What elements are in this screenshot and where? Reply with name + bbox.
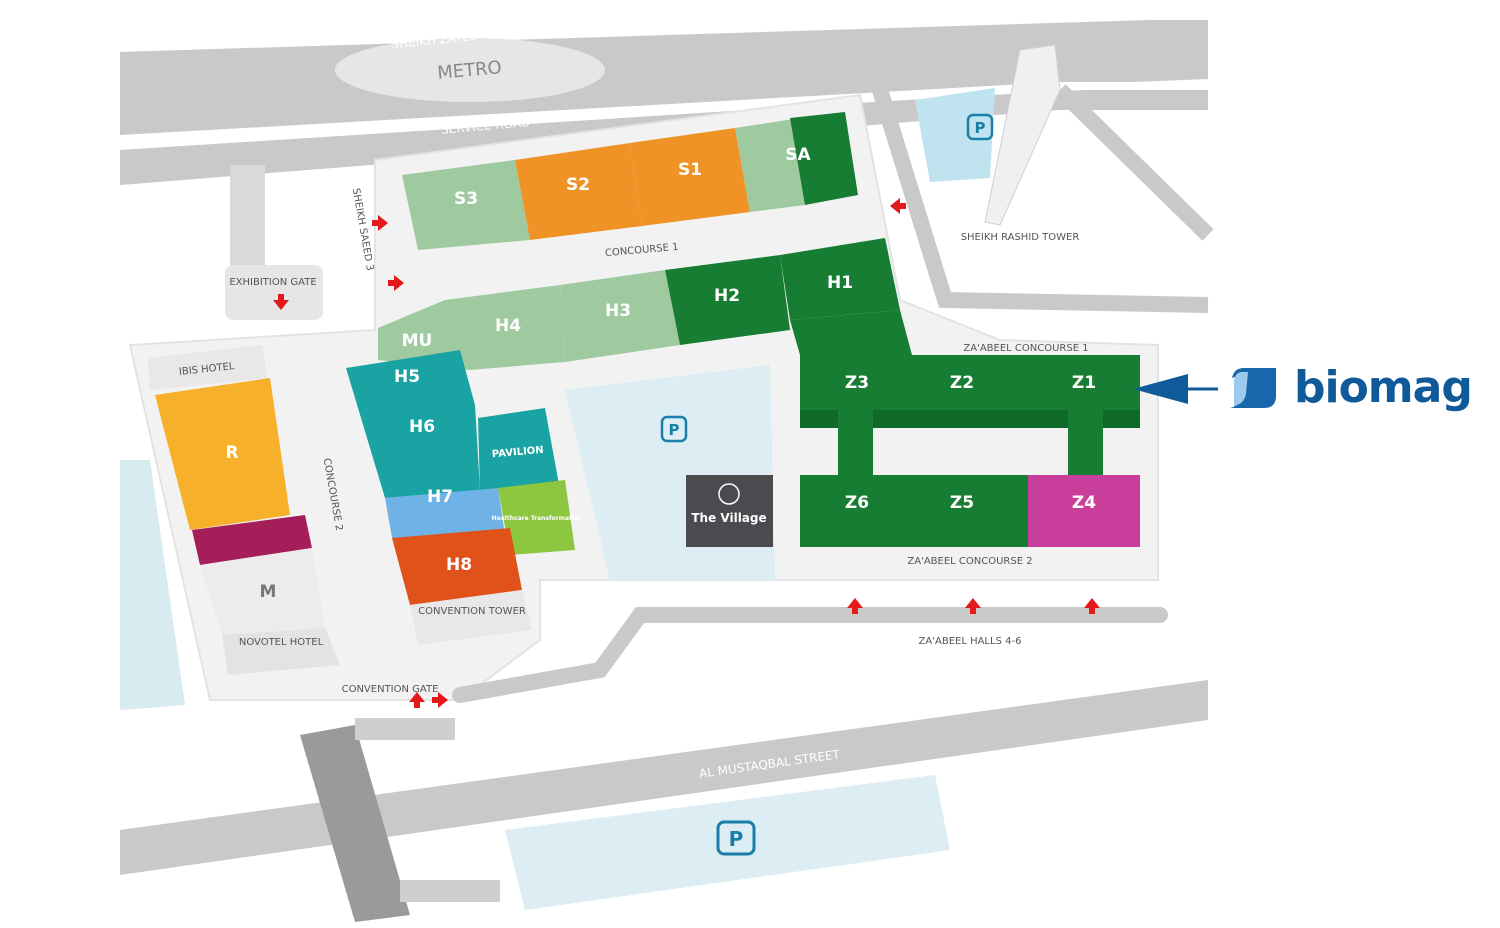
hall-z5[interactable]: Z5 — [950, 493, 974, 513]
parking-icon: P — [660, 415, 688, 443]
hall-h2[interactable]: H2 — [714, 286, 740, 306]
parking-icon: P — [966, 113, 994, 141]
hall-mu[interactable]: MU — [402, 331, 433, 351]
hall-h3[interactable]: H3 — [605, 301, 631, 321]
tower-label: SHEIKH RASHID TOWER — [961, 232, 1080, 243]
svg-text:P: P — [669, 421, 680, 439]
novotel-label: NOVOTEL HOTEL — [239, 637, 324, 648]
the-village[interactable]: The Village — [691, 511, 766, 525]
hall-sa[interactable]: SA — [785, 145, 811, 165]
hall-s2[interactable]: S2 — [566, 175, 590, 195]
hall-s3[interactable]: S3 — [454, 189, 478, 209]
convention-gate-label: CONVENTION GATE — [342, 684, 439, 695]
exhibition-gate-label: EXHIBITION GATE — [229, 277, 316, 288]
svg-text:P: P — [975, 119, 986, 137]
hall-healthcare[interactable]: Healthcare Transformation — [492, 515, 583, 522]
exhibitor-name: biomag — [1294, 362, 1473, 413]
footbridge — [300, 725, 410, 922]
convention-tower-label: CONVENTION TOWER — [418, 606, 526, 617]
hall-z6[interactable]: Z6 — [845, 493, 869, 513]
entrance-arrows — [273, 198, 1100, 708]
zaabeel-concourse-1-label: ZA'ABEEL CONCOURSE 1 — [963, 343, 1088, 354]
al-mustaqbal-street — [120, 680, 1208, 875]
hall-z4[interactable]: Z4 — [1072, 493, 1096, 513]
zaabeel-concourse-2-label: ZA'ABEEL CONCOURSE 2 — [907, 556, 1032, 567]
hall-h5[interactable]: H5 — [394, 367, 420, 387]
metro-station — [335, 38, 605, 102]
biomag-logo-icon — [1230, 367, 1276, 408]
svg-text:P: P — [729, 827, 744, 851]
road-label: SHEIKH SAEED 3 — [350, 187, 375, 271]
hall-m[interactable]: M — [260, 582, 277, 602]
road-label: ZA'ABEEL HALLS 4-6 — [919, 636, 1022, 647]
hall-h8[interactable]: H8 — [446, 555, 472, 575]
hall-s1[interactable]: S1 — [678, 160, 702, 180]
hall-pavilion[interactable]: PAVILION — [491, 445, 544, 460]
hall-z1[interactable]: Z1 — [1072, 373, 1096, 393]
hall-h1[interactable]: H1 — [827, 273, 853, 293]
hall-z3[interactable]: Z3 — [845, 373, 869, 393]
hall-r[interactable]: R — [225, 443, 238, 463]
parking-icon: P — [716, 820, 756, 856]
hall-h6[interactable]: H6 — [409, 417, 435, 437]
hall-h4[interactable]: H4 — [495, 316, 521, 336]
hall-z2[interactable]: Z2 — [950, 373, 974, 393]
hall-h7[interactable]: H7 — [427, 487, 453, 507]
exhibitor-logo: biomag — [1226, 362, 1473, 413]
pointer-arrow-icon — [1133, 374, 1188, 404]
